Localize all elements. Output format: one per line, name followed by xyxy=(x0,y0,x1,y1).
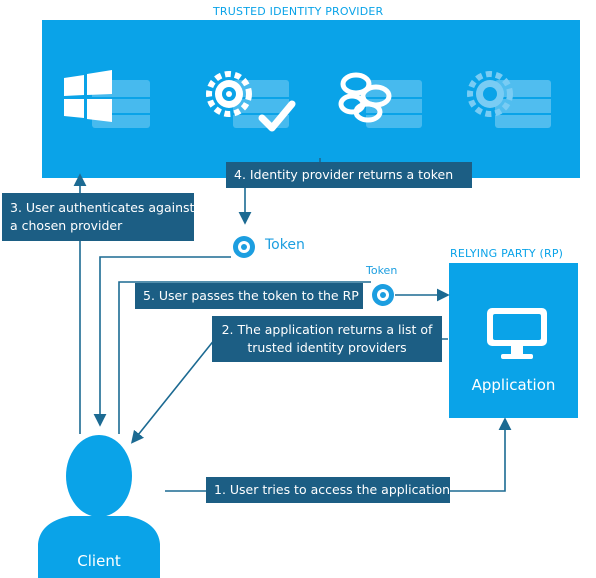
step1-label: 1. User tries to access the application xyxy=(206,477,450,503)
monitor-icon xyxy=(487,308,547,359)
step2-line2: trusted identity providers xyxy=(247,340,407,355)
gear-server-check-icon xyxy=(206,71,296,132)
windows-logo-icon xyxy=(64,70,150,128)
arrow-step5 xyxy=(118,281,371,434)
step3-line2: a chosen provider xyxy=(10,218,123,233)
user-silhouette-icon xyxy=(38,435,160,578)
step4-label: 4. Identity provider returns a token xyxy=(226,162,472,188)
arrow-token-to-client xyxy=(93,256,231,427)
step5-label: 5. User passes the token to the RP xyxy=(135,283,363,309)
token-main-label: Token xyxy=(265,237,305,253)
application-label: Application xyxy=(471,376,556,394)
knot-logo-icon xyxy=(338,72,422,128)
gear-server-faded-icon xyxy=(467,71,551,128)
client-label: Client xyxy=(77,552,121,570)
token-main-icon xyxy=(233,236,255,258)
token-small-label: Token xyxy=(366,264,398,277)
trusted-provider-title: TRUSTED IDENTITY PROVIDER xyxy=(213,5,384,18)
token-small-icon xyxy=(372,284,394,306)
step2-line1: 2. The application returns a list of xyxy=(221,322,433,337)
step3-line1: 3. User authenticates against xyxy=(10,200,195,215)
step2-label: 2. The application returns a list of tru… xyxy=(212,316,442,362)
step3-label: 3. User authenticates against a chosen p… xyxy=(2,193,194,241)
relying-party-title: RELYING PARTY (RP) xyxy=(450,247,564,260)
